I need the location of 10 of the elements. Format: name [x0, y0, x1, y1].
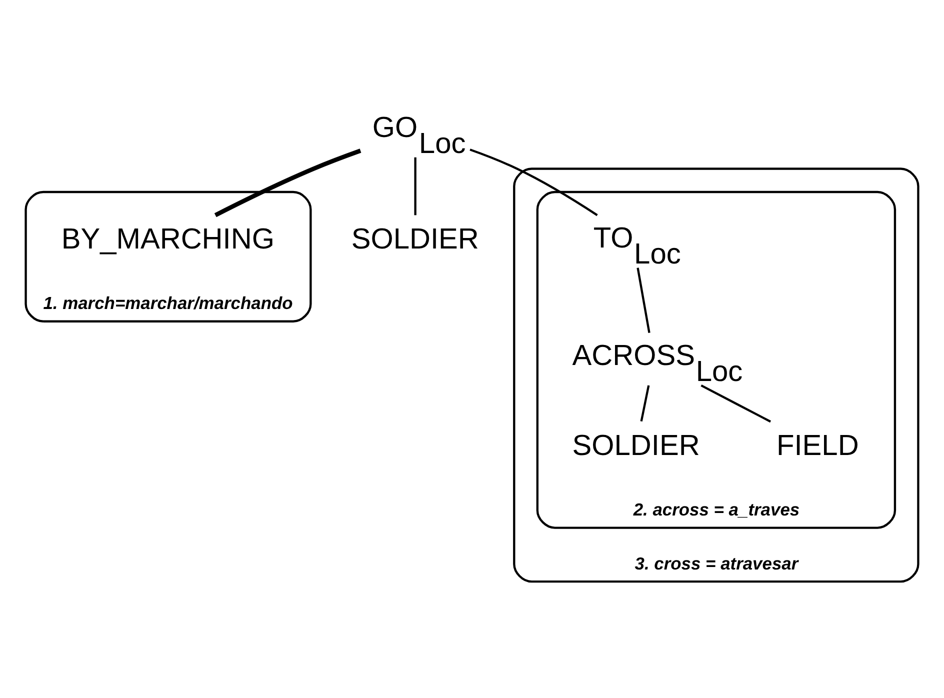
connector [470, 148, 598, 216]
node-text: FIELD [776, 430, 859, 462]
node-text: SOLDIER [351, 224, 479, 256]
node-text: BY_MARCHING [61, 224, 274, 256]
connector [414, 157, 416, 216]
connector [214, 148, 362, 218]
connector [700, 384, 772, 423]
connector [640, 385, 650, 422]
node-text: SOLDIER [572, 430, 700, 462]
connector [636, 268, 650, 334]
